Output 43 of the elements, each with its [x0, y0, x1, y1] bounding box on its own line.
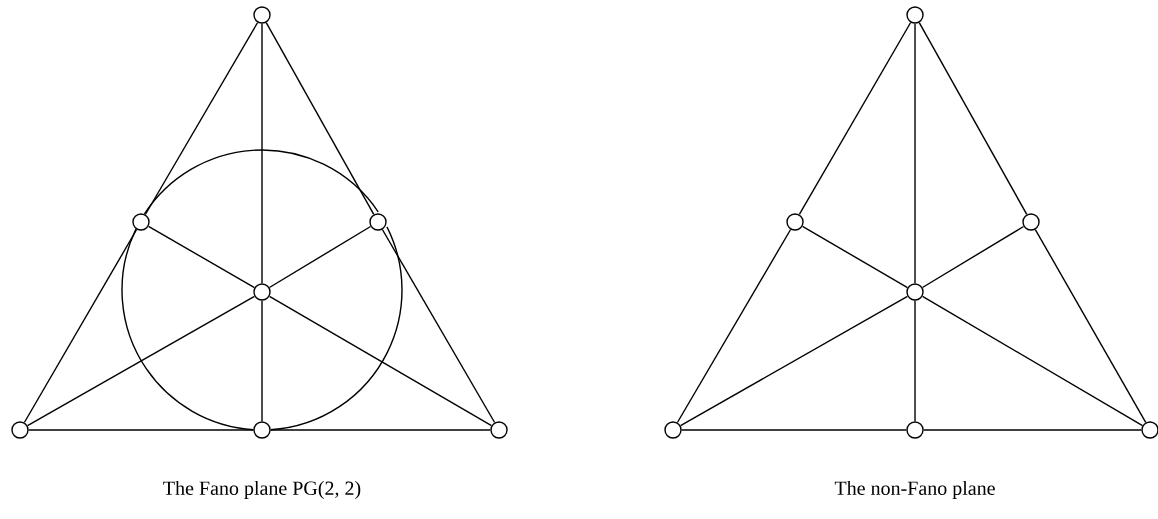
line-segment: [261, 300, 263, 422]
point-marker: [1022, 213, 1040, 231]
line-segment: [801, 225, 909, 289]
line-segment: [679, 295, 909, 427]
caption: The Fano plane PG(2, 2): [163, 480, 361, 500]
line-segment: [798, 21, 912, 216]
line-segment: [261, 23, 263, 284]
circle-arc: [121, 228, 254, 431]
point-marker: [11, 421, 29, 439]
point-marker: [253, 6, 271, 24]
point-marker: [132, 213, 150, 231]
line-segment: [914, 300, 916, 422]
line-segment: [921, 295, 1144, 427]
line-segment: [381, 228, 496, 424]
caption: The non-Fano plane: [834, 480, 995, 500]
point-marker: [490, 421, 508, 439]
line-segment: [1034, 228, 1147, 424]
line-segment: [265, 21, 375, 216]
line-segment: [268, 295, 493, 427]
line-segment: [681, 429, 907, 431]
line-segment: [147, 225, 256, 289]
point-marker: [906, 283, 924, 301]
line-segment: [921, 225, 1025, 289]
point-marker: [664, 421, 682, 439]
point-marker: [906, 6, 924, 24]
line-segment: [923, 429, 1142, 431]
circle-arc: [270, 226, 403, 431]
line-segment: [26, 295, 256, 427]
line-segment: [28, 429, 254, 431]
line-segment: [23, 228, 138, 424]
point-marker: [786, 213, 804, 231]
point-marker: [253, 421, 271, 439]
circle-arc: [143, 149, 379, 215]
point-marker: [369, 213, 387, 231]
line-segment: [914, 23, 916, 284]
point-marker: [1141, 421, 1158, 439]
point-marker: [906, 421, 924, 439]
line-segment: [268, 225, 372, 289]
line-segment: [918, 21, 1028, 216]
line-segment: [270, 429, 491, 431]
point-marker: [253, 283, 271, 301]
line-segment: [676, 228, 792, 424]
line-segment: [144, 21, 259, 216]
